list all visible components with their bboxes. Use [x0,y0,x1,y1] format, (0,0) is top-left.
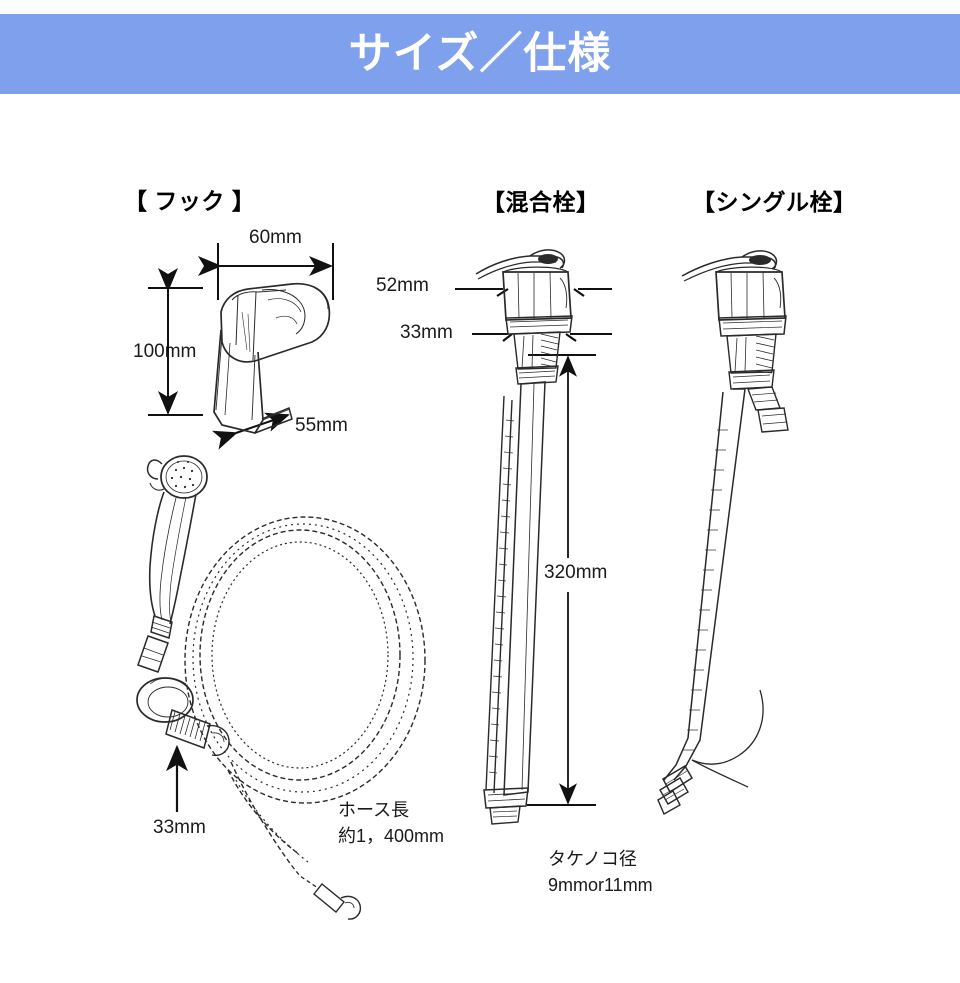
section-label-single: 【シングル栓】 [692,189,857,215]
illustration-mixer-tap [475,249,573,825]
dimension-shower-connector: 33mm [153,817,206,838]
dimension-mixer-shaft-width: 33mm [400,322,453,343]
page-title: サイズ／仕様 [348,30,612,78]
dimension-hook-depth: 55mm [295,415,348,436]
dimension-line-mixer-length [527,354,596,806]
note-nozzle-label: タケノコ径 [548,849,637,869]
leader-line-mixer-shaft-width [472,333,612,342]
section-label-hook: 【 フック 】 [124,188,256,214]
note-nozzle-value: 9mmor11mm [548,875,653,895]
section-label-mixer: 【混合栓】 [482,189,600,215]
illustration-coiled-hose [184,516,426,920]
leader-line-mixer-cap-width [455,288,612,297]
note-hose-length: ホース長約1，400mm [338,797,444,849]
note-nozzle-diameter: タケノコ径 9mmor11mm [548,846,653,898]
illustration-hand-shower-head [136,455,230,757]
dimension-hook-width: 60mm [249,227,302,248]
note-hose-label: ホース長 [338,800,410,820]
dimension-mixer-cap-width: 52mm [376,275,429,296]
illustration-shower-hook [213,282,331,434]
header-band: サイズ／仕様 [0,14,960,94]
dimension-line-hook-width [198,243,334,300]
note-hose-value: 約1，400mm [338,826,445,846]
dimension-mixer-length: 320mm [544,562,608,583]
dimension-line-hook-height [148,268,203,416]
illustration-single-tap [657,250,789,815]
